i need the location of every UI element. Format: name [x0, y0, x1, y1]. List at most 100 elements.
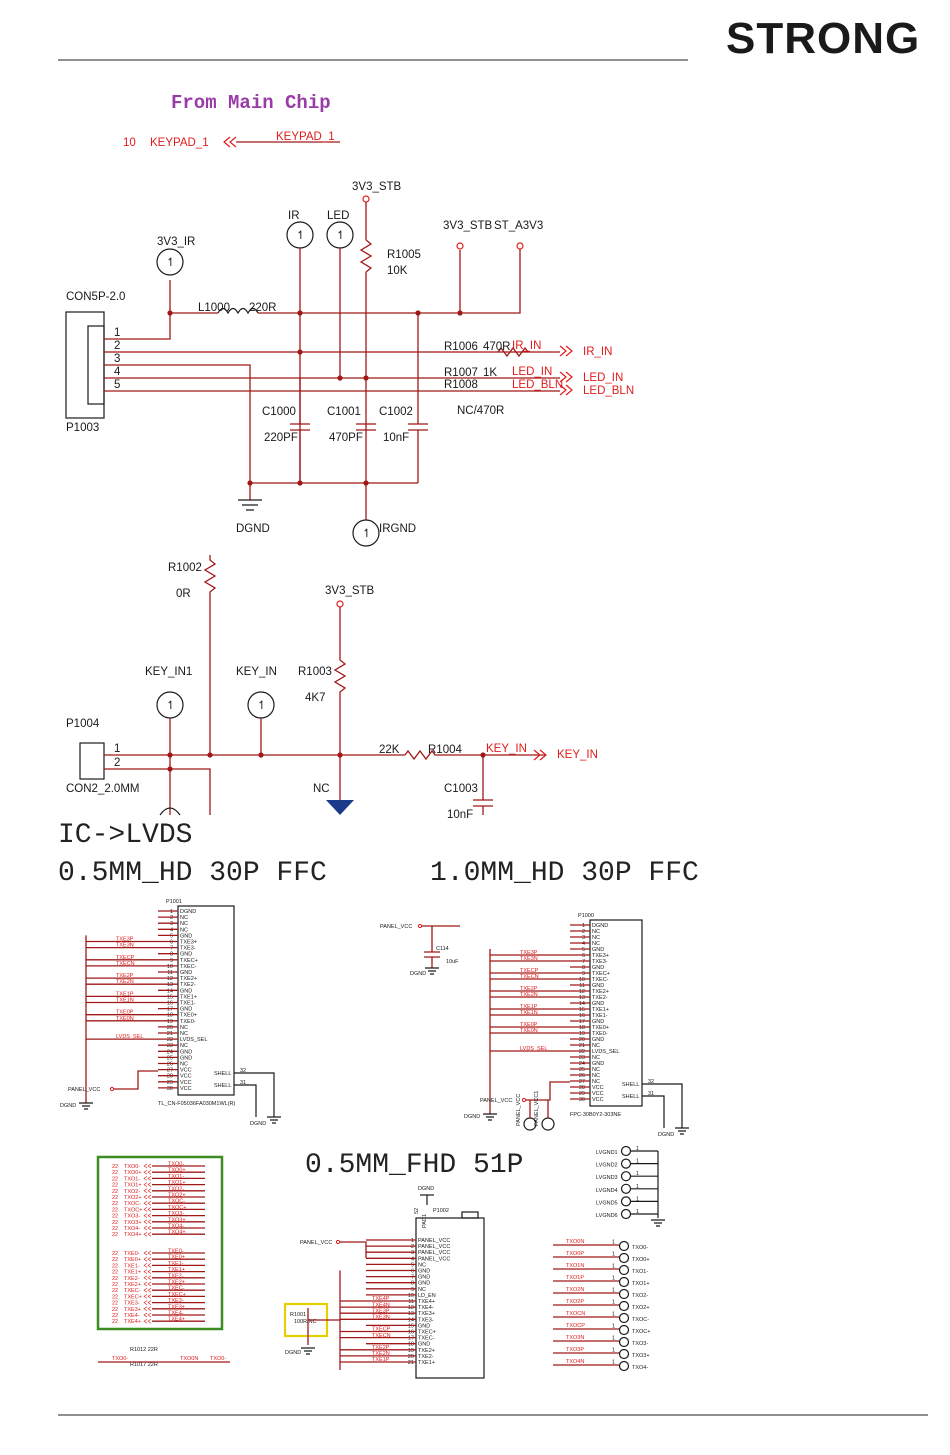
arrow-icon: [143, 1207, 152, 1212]
pin-number: 20: [579, 1037, 585, 1043]
brand-logo: STRONG: [726, 14, 921, 63]
title-05mm-fhd: 0.5MM_FHD 51P: [305, 1150, 524, 1181]
txo-net-left: TXO3P: [566, 1347, 584, 1353]
r1002-value: 0R: [176, 588, 191, 600]
txo-port-icon: [618, 1360, 630, 1372]
pin-number: 4: [170, 927, 173, 933]
connector-p1004: [79, 742, 105, 780]
connector-ref: P1001: [166, 899, 182, 905]
txo-net-right: TXO3+: [632, 1353, 650, 1359]
inductor-l1000: [217, 307, 259, 315]
pad-pin: 52: [414, 1208, 420, 1214]
arrow-icon: [143, 1269, 152, 1274]
res-value: 22: [112, 1307, 118, 1313]
pin-number: 16: [579, 1013, 585, 1019]
diode-icon: [326, 800, 354, 815]
dgnd-ground-icon: [238, 499, 262, 511]
pin-number: 25: [167, 1055, 173, 1061]
pin-name: TXEC-: [418, 1336, 435, 1342]
res-value: 22: [112, 1226, 118, 1232]
txo-port-icon: [618, 1288, 630, 1300]
txo-net-left: TXO2N: [566, 1287, 584, 1293]
connector-body: [177, 905, 235, 1096]
res-value: 22: [112, 1183, 118, 1189]
pin-name: TXE3-: [418, 1317, 434, 1323]
arrow-icon: [559, 371, 573, 383]
r1007-value: 1K: [483, 367, 497, 379]
connector-body: [589, 919, 643, 1107]
svg-text:12: 12: [408, 1305, 414, 1311]
r1001-value: 100R/NC: [294, 1319, 317, 1325]
txo-net-left: TXO0P: [566, 1251, 584, 1257]
txo-net-right: TXO2+: [632, 1305, 650, 1311]
c1002-ref: C1002: [379, 406, 413, 418]
svg-text:1: 1: [612, 1288, 615, 1294]
connector-part: FPC-30B0Y2-303NE: [570, 1112, 621, 1118]
res-net-left: TXO2+: [124, 1195, 142, 1201]
net-led-bln: LED_BLN: [512, 379, 563, 391]
txo-port-icon: [618, 1312, 630, 1324]
res-value: 22: [112, 1263, 118, 1269]
pad-label: PAD1: [422, 1214, 428, 1228]
net-label: TXECN: [372, 1333, 391, 1339]
p1003-pin: 5: [114, 379, 120, 391]
pin-name: LVDS_SEL: [592, 1049, 619, 1055]
res-net-left: TXE2-: [124, 1276, 140, 1282]
dgnd-ground-icon: [675, 1127, 689, 1135]
lvgnd-label: LVGND5: [596, 1200, 618, 1206]
r1007-ref: R1007: [444, 367, 478, 379]
pin-name: NC: [592, 1055, 600, 1061]
p1003-type: CON5P-2.0: [66, 291, 125, 303]
arrow-icon: [143, 1306, 152, 1312]
net-label: TXO0-: [210, 1356, 226, 1362]
res-value: 22: [112, 1276, 118, 1282]
pin-name: NC: [592, 929, 600, 935]
net-label: TXE3N: [520, 956, 538, 962]
net-key-in-out: KEY_IN: [557, 749, 598, 761]
pin-name: GND: [418, 1275, 430, 1281]
pin-name: DGND: [180, 909, 196, 915]
svg-text:↿: ↿: [166, 257, 176, 269]
pin-name: GND: [592, 965, 604, 971]
net-label: TXE1N: [520, 1010, 538, 1016]
key-in-label: KEY_IN: [236, 666, 277, 678]
txo-net-left: TXOCP: [566, 1323, 585, 1329]
res-net-left: TXE1-: [124, 1263, 140, 1269]
keypad-arrow-icon: [223, 136, 237, 148]
pin-number: 13: [579, 995, 585, 1001]
ir-port-label: IR: [288, 210, 300, 222]
svg-text:1: 1: [636, 1184, 639, 1190]
svg-text:PANEL_VCC: PANEL_VCC: [516, 1094, 522, 1126]
pin-number: 23: [579, 1055, 585, 1061]
pin-number: 18: [579, 1025, 585, 1031]
net-label: TXE0P: [116, 1010, 134, 1016]
svg-text:1: 1: [612, 1360, 615, 1366]
res-value: 22: [112, 1170, 118, 1176]
r1005-ref: R1005: [387, 249, 421, 261]
res-value: 22: [112, 1207, 118, 1213]
pin-number: 7: [170, 946, 173, 952]
svg-text:1: 1: [612, 1264, 615, 1270]
lvgnd-port-icon: [620, 1158, 632, 1169]
l1000-ref: L1000: [198, 302, 230, 314]
pin-number: 18: [167, 1013, 173, 1019]
r1003-value: 4K7: [305, 692, 325, 704]
diode-nc-label: NC: [313, 783, 330, 795]
capacitor-c114: [422, 925, 460, 968]
pin-name: GND: [592, 983, 604, 989]
rail-terminal-icon: [362, 195, 370, 203]
svg-text:DGND: DGND: [410, 971, 426, 977]
pin-name: NC: [592, 941, 600, 947]
resistor-r1005: [359, 239, 373, 273]
res-net-right: TXE3+: [168, 1304, 185, 1310]
pin-number: 6: [170, 940, 173, 946]
irgnd-label: IRGND: [379, 523, 416, 535]
txo-port-icon: [618, 1348, 630, 1360]
txo-port-icon: [618, 1264, 630, 1276]
connector-body: [415, 1217, 485, 1379]
lvgnd-port-icon: [620, 1171, 632, 1182]
pin-name: TXE3-: [180, 946, 196, 952]
arrow-icon: [559, 345, 573, 357]
svg-text:20: 20: [408, 1354, 414, 1360]
